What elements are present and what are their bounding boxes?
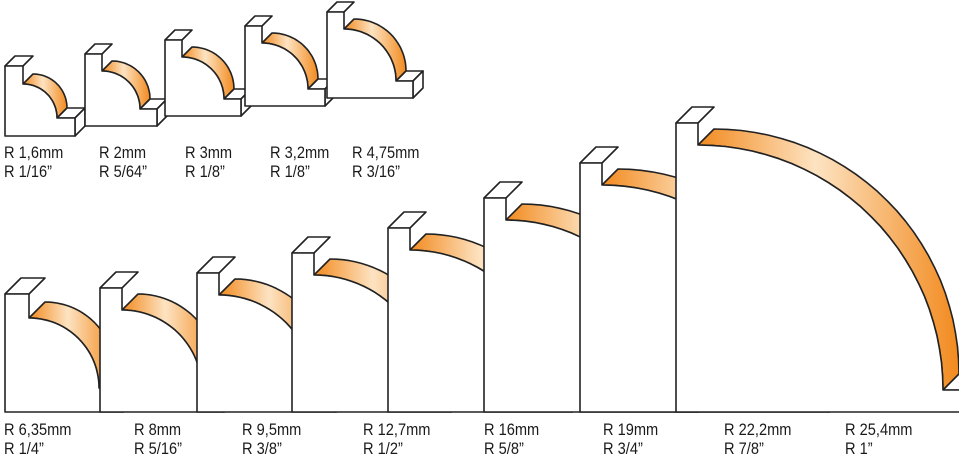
- profile-r1-6mm: [4, 55, 86, 137]
- profile-label-r3mm: R 3mm R 1/8”: [185, 143, 232, 181]
- metric-radius: R 3mm: [185, 143, 233, 162]
- upper-step-top: [387, 211, 427, 229]
- imperial-radius: R 1”: [845, 439, 873, 458]
- metric-radius: R 19mm: [603, 420, 659, 439]
- profile-label-r4-75mm: R 4,75mm R 3/16”: [352, 143, 419, 181]
- metric-radius: R 8mm: [134, 420, 182, 439]
- metric-radius: R 25,4mm: [845, 420, 913, 439]
- metric-radius: R 16mm: [484, 420, 540, 439]
- imperial-radius: R 7/8”: [724, 439, 764, 458]
- profile-r3-2mm: [244, 15, 336, 107]
- profile-r2mm: [84, 43, 168, 127]
- imperial-radius: R 1/4”: [4, 439, 44, 458]
- metric-radius: R 22,2mm: [724, 420, 792, 439]
- imperial-radius: R 1/16”: [4, 162, 52, 181]
- profile-label-r6-35mm: R 6,35mm R 1/4”: [4, 420, 71, 458]
- imperial-radius: R 5/64”: [99, 162, 147, 181]
- upper-step-top: [84, 43, 113, 55]
- upper-step-top: [326, 1, 355, 13]
- front-face: [326, 11, 414, 99]
- upper-step-top: [99, 271, 139, 289]
- imperial-radius: R 5/8”: [484, 439, 524, 458]
- imperial-radius: R 1/8”: [270, 162, 310, 181]
- upper-step-top: [4, 55, 34, 67]
- front-face: [164, 39, 242, 117]
- metric-radius: R 1,6mm: [4, 143, 64, 162]
- upper-step-top: [244, 15, 273, 27]
- metric-radius: R 4,75mm: [352, 143, 420, 162]
- imperial-radius: R 1/2”: [363, 439, 403, 458]
- profile-label-r19mm: R 19mm R 3/4”: [603, 420, 658, 458]
- imperial-radius: R 3/16”: [352, 162, 400, 181]
- front-face: [4, 65, 76, 137]
- front-face: [244, 25, 326, 107]
- upper-step-top: [291, 236, 331, 254]
- metric-radius: R 6,35mm: [4, 420, 72, 439]
- profile-label-r2mm: R 2mm R 5/64”: [99, 143, 147, 181]
- profile-r25-4mm: [675, 106, 959, 413]
- upper-step-top: [579, 146, 619, 164]
- front-face: [675, 122, 959, 413]
- imperial-radius: R 1/8”: [185, 162, 225, 181]
- profile-label-r3-2mm: R 3,2mm R 1/8”: [270, 143, 329, 181]
- imperial-radius: R 5/16”: [134, 439, 182, 458]
- upper-step-top: [196, 256, 236, 274]
- metric-radius: R 3,2mm: [270, 143, 330, 162]
- metric-radius: R 12,7mm: [363, 420, 431, 439]
- upper-step-top: [4, 277, 46, 295]
- profile-label-r8mm: R 8mm R 5/16”: [134, 420, 182, 458]
- profile-r3mm: [164, 29, 252, 117]
- imperial-radius: R 3/8”: [242, 439, 282, 458]
- metric-radius: R 9,5mm: [242, 420, 302, 439]
- front-face: [4, 293, 124, 413]
- metric-radius: R 2mm: [99, 143, 147, 162]
- profile-label-r25-4mm: R 25,4mm R 1”: [845, 420, 912, 458]
- front-face: [84, 53, 158, 127]
- profile-label-r16mm: R 16mm R 5/8”: [484, 420, 539, 458]
- upper-step-top: [164, 29, 193, 41]
- profile-label-r12-7mm: R 12,7mm R 1/2”: [363, 420, 430, 458]
- upper-step-top: [483, 181, 523, 199]
- upper-step-top: [675, 106, 715, 124]
- profile-label-r9-5mm: R 9,5mm R 3/8”: [242, 420, 301, 458]
- profile-label-r1-6mm: R 1,6mm R 1/16”: [4, 143, 63, 181]
- profile-r4-75mm: [326, 1, 424, 99]
- profile-label-r22-2mm: R 22,2mm R 7/8”: [724, 420, 791, 458]
- imperial-radius: R 3/4”: [603, 439, 643, 458]
